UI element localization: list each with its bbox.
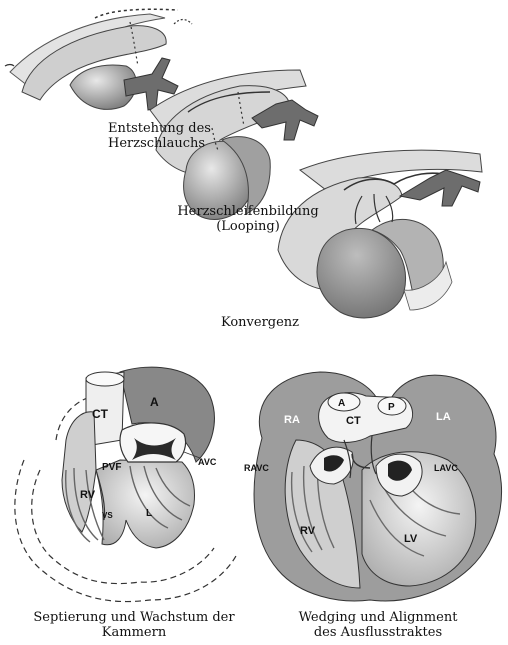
label-ct-right: CT <box>346 415 361 427</box>
label-l-left: L <box>146 508 152 519</box>
caption-stage5-line2: des Ausflusstraktes <box>268 625 488 640</box>
label-vs-left: VS <box>102 511 113 520</box>
label-a-right: A <box>338 398 345 409</box>
caption-stage2: Herzschleifenbildung (Looping) <box>148 204 348 234</box>
label-rv-right: RV <box>300 525 316 537</box>
stage1-heart-tube <box>5 9 192 110</box>
caption-stage1-line2: Herzschlauchs <box>108 136 211 151</box>
caption-stage3-text: Konvergenz <box>160 315 360 330</box>
label-a-left: A <box>150 395 159 409</box>
label-ct-left: CT <box>92 407 109 421</box>
caption-stage5: Wedging und Alignment des Ausflusstrakte… <box>268 610 488 640</box>
caption-stage5-line1: Wedging und Alignment <box>268 610 488 625</box>
caption-stage2-line1: Herzschleifenbildung <box>148 204 348 219</box>
stage5-wedging <box>254 372 502 601</box>
label-la-right: LA <box>436 411 451 423</box>
caption-stage2-line2: (Looping) <box>148 219 348 234</box>
label-p-right: P <box>388 402 395 413</box>
caption-stage1-line1: Entstehung des <box>108 121 211 136</box>
caption-stage3: Konvergenz <box>160 315 360 330</box>
caption-stage1: Entstehung des Herzschlauchs <box>108 121 211 151</box>
label-lavc-right: LAVC <box>434 463 458 473</box>
stage3-convergence <box>278 150 482 318</box>
label-pvf-left: PVF <box>102 462 121 473</box>
caption-stage4-line2: Kammern <box>24 625 244 640</box>
label-ravc-right: RAVC <box>244 463 269 473</box>
label-lv-right: LV <box>404 533 418 545</box>
label-ra-right: RA <box>284 414 300 426</box>
caption-stage4-line1: Septierung und Wachstum der <box>24 610 244 625</box>
label-rv-left: RV <box>80 489 96 501</box>
label-avc-left: AVC <box>198 457 217 467</box>
stage4-septation <box>15 367 236 601</box>
caption-stage4: Septierung und Wachstum der Kammern <box>24 610 244 640</box>
